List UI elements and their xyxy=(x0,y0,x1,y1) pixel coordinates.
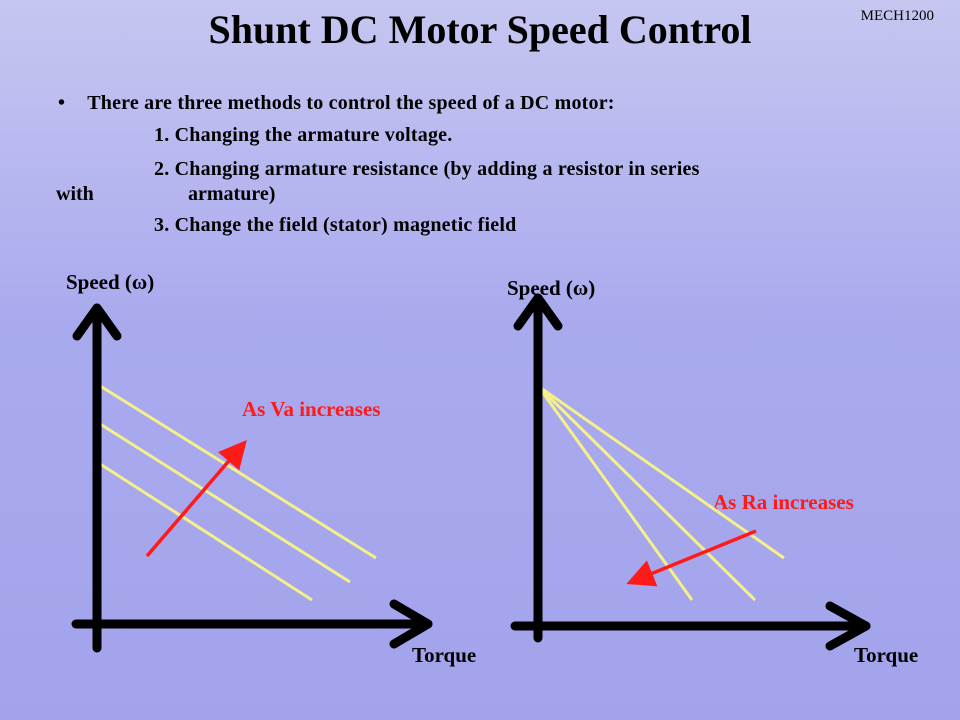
intro-text: There are three methods to control the s… xyxy=(87,92,615,114)
left-curve-2 xyxy=(96,420,351,584)
left-curve-3 xyxy=(96,460,313,602)
slide-title: Shunt DC Motor Speed Control xyxy=(208,7,752,52)
right-x-axis xyxy=(510,601,871,651)
left-annotation: As Va increases xyxy=(242,397,381,421)
left-red-arrow xyxy=(145,440,247,558)
left-curve-1 xyxy=(96,382,377,560)
intro-line: • There are three methods to control the … xyxy=(58,92,615,115)
method-2: 2. Changing armature resistance (by addi… xyxy=(154,158,700,180)
bullet-icon: • xyxy=(58,92,66,114)
method-3: 3. Change the field (stator) magnetic fi… xyxy=(154,214,517,236)
method-1: 1. Changing the armature voltage. xyxy=(154,124,453,146)
method-2-continued: armature) xyxy=(188,183,276,205)
right-curve-1 xyxy=(537,384,785,560)
right-x-axis-label: Torque xyxy=(854,643,919,667)
right-curve-2 xyxy=(536,384,757,602)
left-x-axis-label: Torque xyxy=(412,643,477,667)
right-annotation: As Ra increases xyxy=(713,490,854,514)
left-x-axis xyxy=(71,599,433,649)
right-y-axis xyxy=(513,293,563,643)
right-curve-3 xyxy=(536,385,694,601)
right-red-arrow xyxy=(626,529,757,587)
right-y-axis-label: Speed (ω) xyxy=(507,276,596,300)
course-code: MECH1200 xyxy=(860,8,934,24)
left-y-axis xyxy=(72,303,122,653)
method-2-with: with xyxy=(56,183,94,205)
left-y-axis-label: Speed (ω) xyxy=(66,270,155,294)
